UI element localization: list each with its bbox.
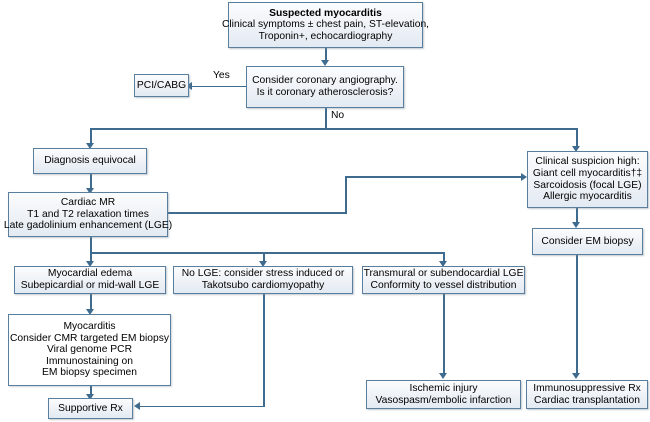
myocarditis-line3: Viral genome PCR — [46, 344, 133, 356]
connector-cardiac-mr-right-stub — [168, 212, 346, 214]
connector-distribution-bar — [90, 128, 577, 130]
connector-cardiac-mr-to-clinical-suspicion — [345, 176, 524, 178]
arrowhead-supportive-rx-top — [86, 394, 94, 400]
arrowhead-pci-right — [186, 82, 192, 90]
coronary-angiography-line1: Consider coronary angiography. — [252, 75, 398, 87]
immunosuppressive-rx-line2: Cardiac transplantation — [534, 394, 640, 406]
consider-em-biopsy-line1: Consider EM biopsy — [541, 235, 634, 247]
myocardial-edema-line2: Subepicardial or mid-wall LGE — [20, 280, 160, 291]
connector-transmural-to-ischemic — [443, 294, 445, 375]
transmural-lge-line1: Transmural or subendocardial LGE — [363, 268, 524, 280]
arrowhead-ischemic-injury-top — [439, 373, 447, 379]
edge-label-yes: Yes — [213, 70, 230, 81]
clinical-suspicion-line4: Allergic myocarditis — [543, 191, 632, 203]
myocarditis-line5: EM biopsy specimen — [42, 367, 137, 379]
node-pci-cabg[interactable]: PCI/CABG — [134, 74, 189, 97]
arrowhead-supportive-rx-right — [134, 402, 140, 410]
ischemic-injury-line1: Ischemic injury — [409, 382, 478, 394]
arrowhead-myocarditis-top — [86, 309, 94, 315]
node-diagnosis-equivocal[interactable]: Diagnosis equivocal — [33, 148, 147, 174]
connector-branch-to-no-lge — [263, 252, 265, 264]
clinical-suspicion-line1: Clinical suspicion high: — [535, 156, 640, 168]
arrowhead-myocardial-edema-top — [86, 261, 94, 267]
suspected-myocarditis-line2: Troponin+, echocardiography — [258, 30, 393, 42]
supportive-rx-line1: Supportive Rx — [58, 402, 123, 414]
arrowhead-transmural-lge-top — [439, 261, 447, 267]
node-clinical-suspicion-high[interactable]: Clinical suspicion high: Giant cell myoc… — [527, 151, 648, 208]
ischemic-injury-line2: Vasospasm/embolic infarction — [375, 394, 512, 406]
connector-bar-to-diagnosis-equivocal — [90, 128, 92, 146]
connector-bar-to-clinical-suspicion — [576, 128, 578, 149]
node-transmural-lge[interactable]: Transmural or subendocardial LGE Conform… — [362, 266, 525, 294]
suspected-myocarditis-heading: Suspected myocarditis — [269, 7, 382, 19]
node-no-lge[interactable]: No LGE: consider stress induced or Takot… — [173, 266, 353, 294]
suspected-myocarditis-line1: Clinical symptoms ± chest pain, ST-eleva… — [221, 19, 430, 31]
connector-no-lge-to-supportive-rx — [137, 405, 263, 408]
arrowhead-em-biopsy-top — [572, 222, 580, 228]
myocarditis-line4: Immunostaining on — [45, 355, 133, 367]
arrowhead-no-lge-top — [259, 261, 267, 267]
cardiac-mr-line3: Late gadolinium enhancement (LGE) — [3, 220, 173, 232]
myocardial-edema-line1: Myocardial edema — [47, 268, 133, 280]
connector-no-lge-down — [263, 294, 265, 407]
arrowhead-clinical-suspicion-top — [572, 146, 580, 152]
clinical-suspicion-line2: Giant cell myocarditis†‡ — [532, 167, 643, 179]
node-myocardial-edema[interactable]: Myocardial edema Subepicardial or mid-wa… — [14, 266, 166, 294]
node-ischemic-injury[interactable]: Ischemic injury Vasospasm/embolic infarc… — [366, 380, 521, 409]
node-myocarditis[interactable]: Myocarditis Consider CMR targeted EM bio… — [8, 314, 171, 386]
node-immunosuppressive-rx[interactable]: Immunosuppressive Rx Cardiac transplanta… — [526, 380, 648, 409]
clinical-suspicion-line3: Sarcoidosis (focal LGE) — [533, 179, 642, 191]
connector-cardiac-mr-branch-bar — [90, 252, 444, 254]
node-coronary-angiography[interactable]: Consider coronary angiography. Is it cor… — [246, 66, 404, 108]
node-consider-em-biopsy[interactable]: Consider EM biopsy — [532, 228, 643, 255]
connector-em-biopsy-to-immunosuppressive — [576, 255, 578, 375]
node-cardiac-mr[interactable]: Cardiac MR T1 and T2 relaxation times La… — [4, 192, 172, 237]
transmural-lge-line2: Conformity to vessel distribution — [370, 280, 517, 291]
coronary-angiography-line2: Is it coronary atherosclerosis? — [256, 87, 394, 98]
connector-diagnosis-to-cardiac-mr — [90, 174, 92, 190]
connector-cardiac-mr-riser — [345, 176, 347, 214]
arrowhead-clinical-suspicion-left — [521, 172, 527, 181]
edge-label-no: No — [331, 110, 345, 121]
arrowhead-cardiac-mr-top — [86, 188, 94, 194]
no-lge-line2: Takotsubo cardiomyopathy — [201, 280, 325, 291]
connector-branch-to-transmural-lge — [443, 252, 445, 264]
node-suspected-myocarditis[interactable]: Suspected myocarditis Clinical symptoms … — [222, 2, 429, 48]
arrowhead-immunosuppressive-top — [572, 373, 580, 379]
connector-suspected-to-angiography — [325, 48, 327, 63]
connector-myocarditis-to-supportive-rx — [90, 386, 92, 397]
connector-myocardial-edema-to-myocarditis — [90, 294, 92, 310]
connector-angiography-down — [325, 108, 327, 129]
connector-cardiac-mr-down — [90, 237, 92, 253]
node-supportive-rx[interactable]: Supportive Rx — [48, 398, 133, 419]
myocarditis-line1: Myocarditis — [63, 321, 116, 333]
connector-branch-to-myocardial-edema — [90, 252, 92, 264]
connector-angiography-to-pci — [189, 85, 246, 88]
connector-clinical-suspicion-to-em-biopsy — [576, 208, 578, 225]
pci-cabg-line1: PCI/CABG — [136, 79, 187, 91]
no-lge-line1: No LGE: consider stress induced or — [181, 268, 345, 280]
immunosuppressive-rx-line1: Immunosuppressive Rx — [533, 382, 641, 394]
arrowhead-angiography-top — [321, 60, 329, 66]
cardiac-mr-line2: T1 and T2 relaxation times — [27, 208, 149, 220]
diagnosis-equivocal-line1: Diagnosis equivocal — [44, 155, 136, 167]
myocarditis-line2: Consider CMR targeted EM biopsy — [9, 332, 170, 344]
cardiac-mr-line1: Cardiac MR — [60, 197, 116, 209]
arrowhead-diagnosis-equivocal-top — [86, 143, 94, 149]
